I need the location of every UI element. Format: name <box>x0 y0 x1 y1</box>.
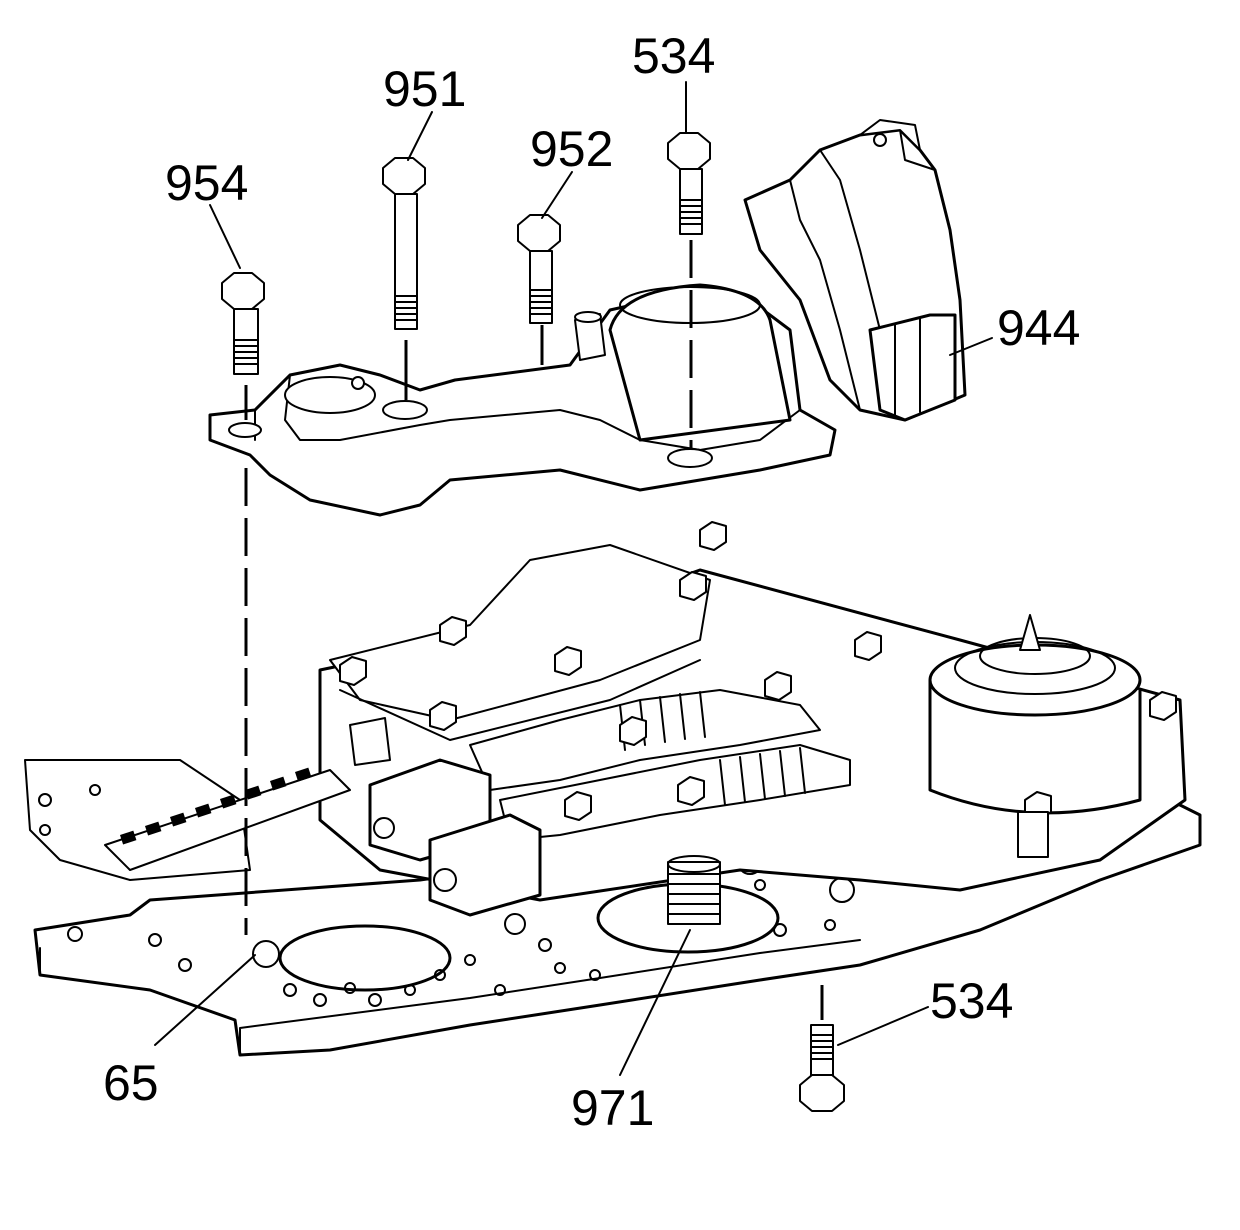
callout-952: 952 <box>530 121 613 177</box>
check-ball-65 <box>252 940 280 968</box>
wire-harness-comb <box>104 767 351 871</box>
spring-971 <box>667 855 721 925</box>
bolt-952 <box>517 214 561 324</box>
leader-lines <box>154 81 993 1076</box>
callout-534-bottom: 534 <box>930 973 1013 1029</box>
callout-971: 971 <box>571 1080 654 1136</box>
callout-954: 954 <box>165 155 248 211</box>
plate-holes <box>38 784 836 1007</box>
bolt-951 <box>382 157 426 330</box>
solenoid-connectors <box>349 717 542 917</box>
bolt-534-top <box>667 132 711 235</box>
bolt-534-bottom <box>799 1024 845 1112</box>
callout-951: 951 <box>383 61 466 117</box>
servo-housing <box>928 614 1142 815</box>
callout-65: 65 <box>103 1055 159 1111</box>
solenoid-housing-944 <box>208 119 967 517</box>
valve-body-casting <box>104 521 1187 917</box>
callout-944: 944 <box>997 300 1080 356</box>
alignment-lines <box>244 240 824 1020</box>
callout-534-top: 534 <box>632 28 715 84</box>
bolt-954 <box>221 272 265 375</box>
valve-body-bolts <box>339 521 1177 858</box>
spool-valves <box>469 689 851 841</box>
